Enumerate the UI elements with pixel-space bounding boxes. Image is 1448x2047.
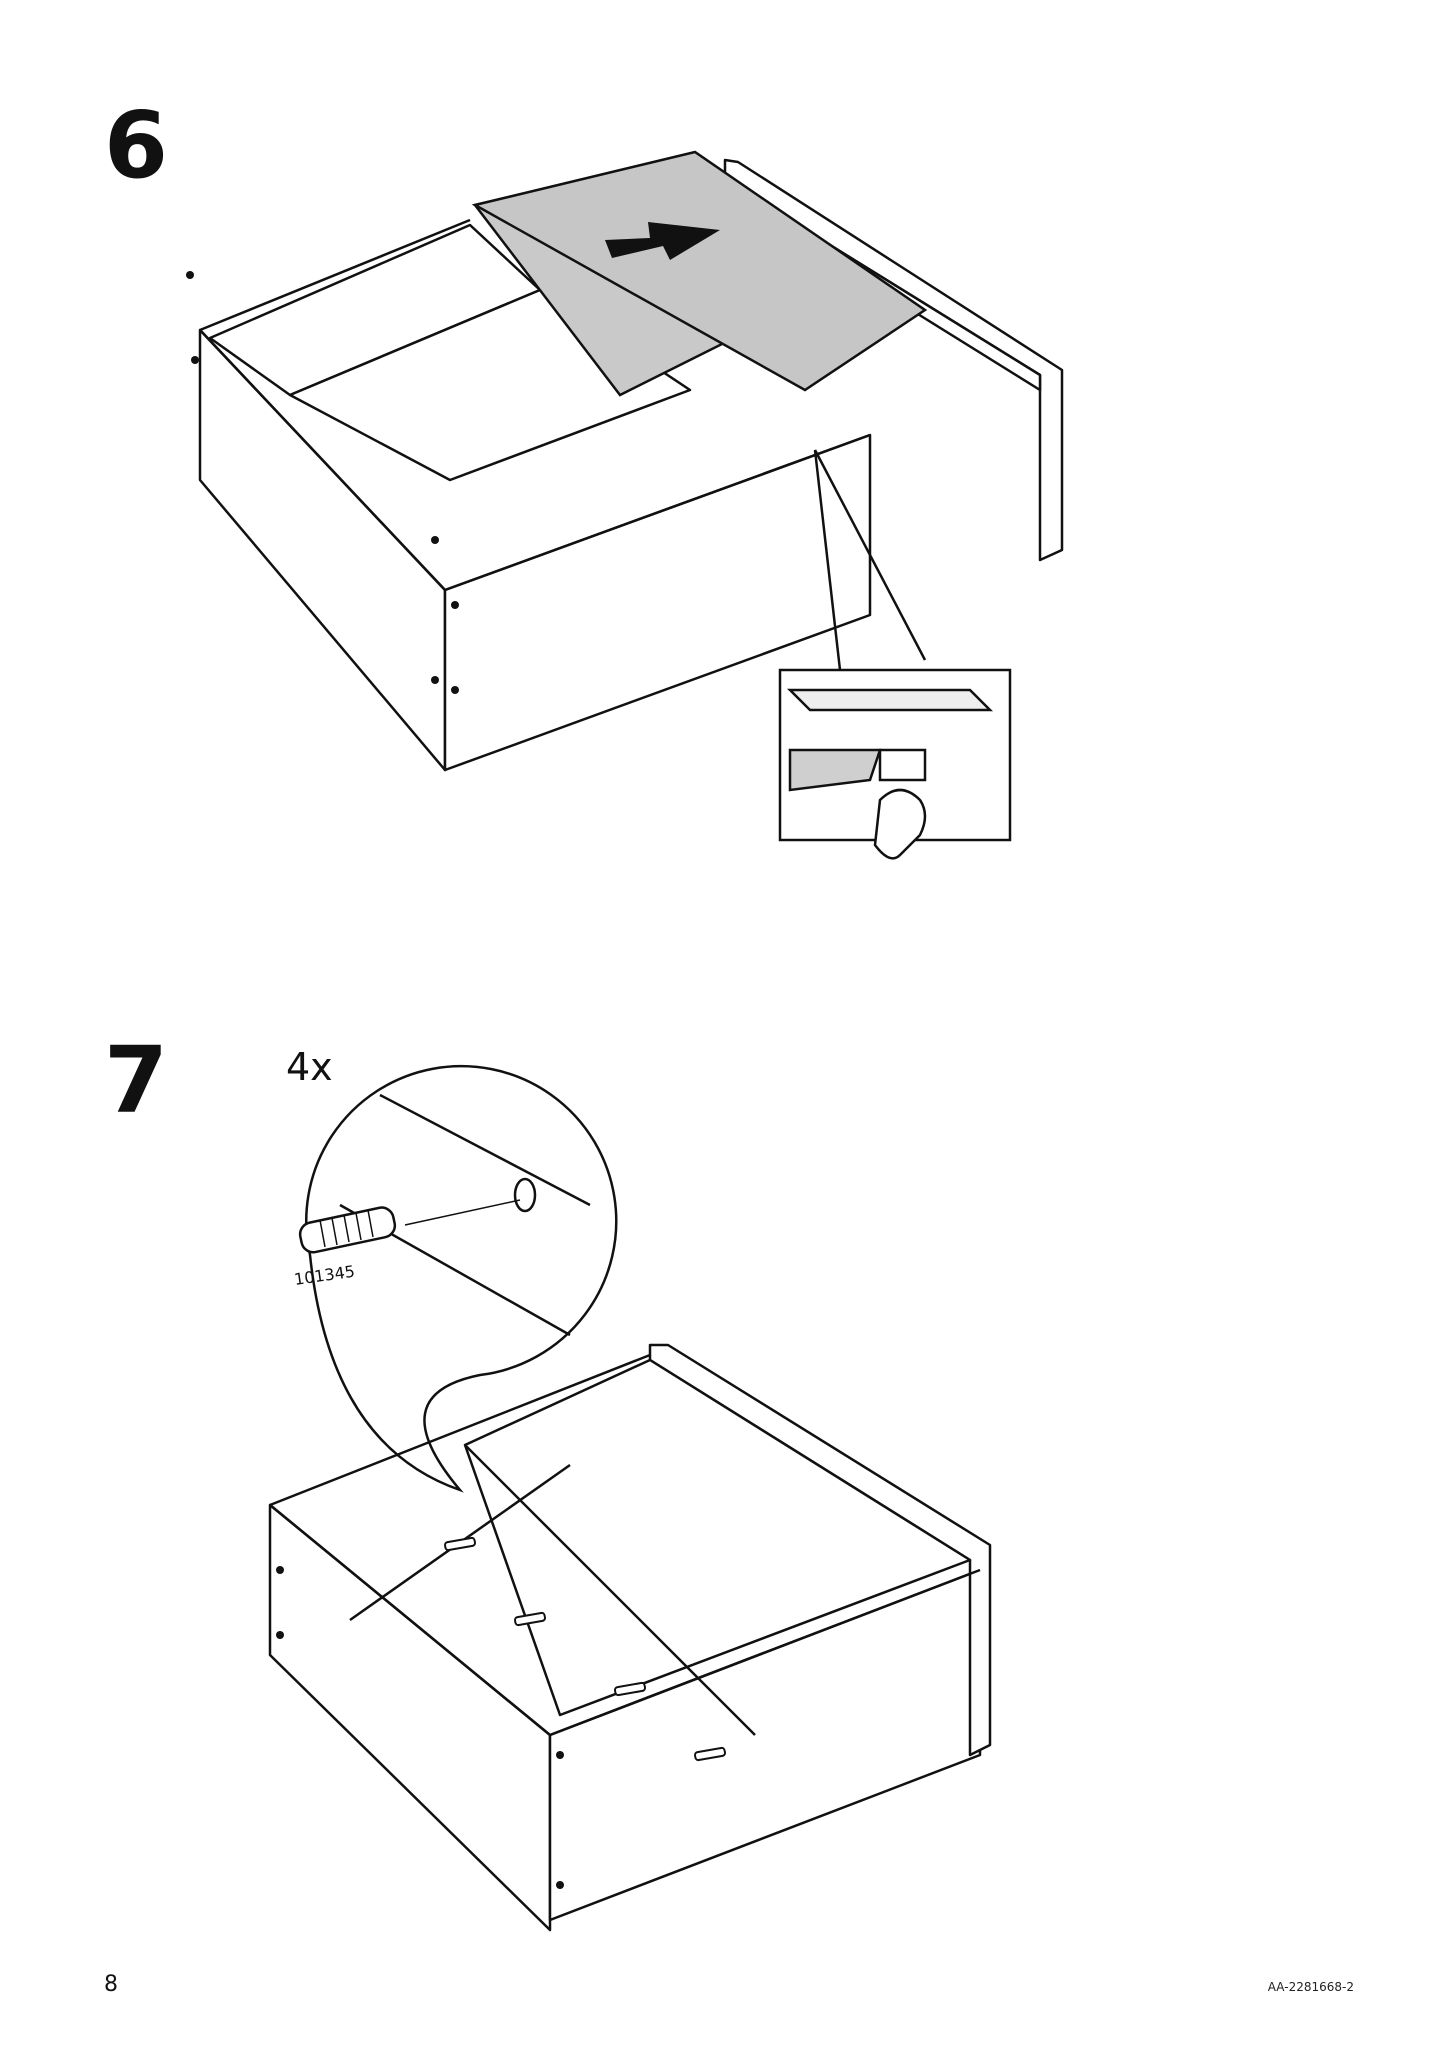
detail-inset [778,449,1012,860]
hand-icon [873,788,927,860]
dowel-detail-circle [305,1064,618,1493]
step-7-number: 7 [104,1027,169,1134]
step-6-number: 6 [104,92,169,199]
quantity-label: 4x [286,1045,333,1089]
slide-direction-arrow [605,222,720,260]
step-6-illustration [186,150,1064,860]
page-number: 8 [104,1972,118,1997]
wooden-dowel-icon [298,1206,397,1254]
document-code: AA-2281668-2 [1267,1980,1354,1994]
step-7-illustration: 101345 [268,1064,992,1932]
dowel-positions [444,1536,726,1762]
